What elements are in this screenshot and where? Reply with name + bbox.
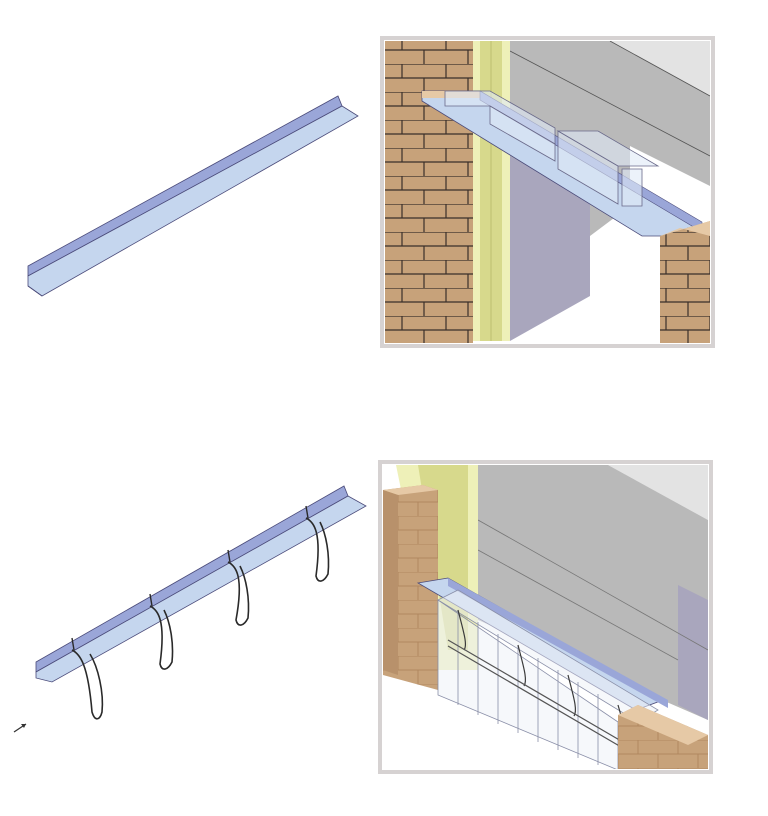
wire-hanger <box>305 517 330 582</box>
lintel-flange <box>35 495 367 683</box>
brick-pier-left <box>383 485 438 690</box>
soldier-course <box>437 589 659 769</box>
transparent-brick <box>556 130 660 167</box>
angle-lintel-drawing <box>27 95 359 297</box>
wire-hanger <box>227 561 250 626</box>
arrow-icon <box>12 720 32 736</box>
lintel-vertical-leg <box>35 485 349 673</box>
lintel-vertical-leg <box>27 95 343 277</box>
soldier-course-figure <box>378 460 713 774</box>
installed-lintel-drawing <box>380 36 715 348</box>
soldier-course-drawing <box>378 460 713 774</box>
brick-pier-right <box>618 705 708 769</box>
wire-hanger <box>149 605 174 670</box>
wire-hanger <box>71 649 104 720</box>
angle-lintel-figure <box>20 90 365 305</box>
installed-lintel-figure <box>380 36 715 348</box>
outer-brick-leaf <box>385 41 473 343</box>
transparent-brick <box>621 168 643 207</box>
lintel-flange <box>27 105 359 297</box>
hanger-lintel-drawing <box>35 485 367 720</box>
block-inner-leaf <box>478 465 708 720</box>
brick-pier-right <box>660 221 710 343</box>
hanger-lintel-figure <box>10 482 375 752</box>
wire-hangers <box>71 517 330 720</box>
wire-hanger <box>457 609 467 651</box>
transparent-brick <box>489 105 556 162</box>
